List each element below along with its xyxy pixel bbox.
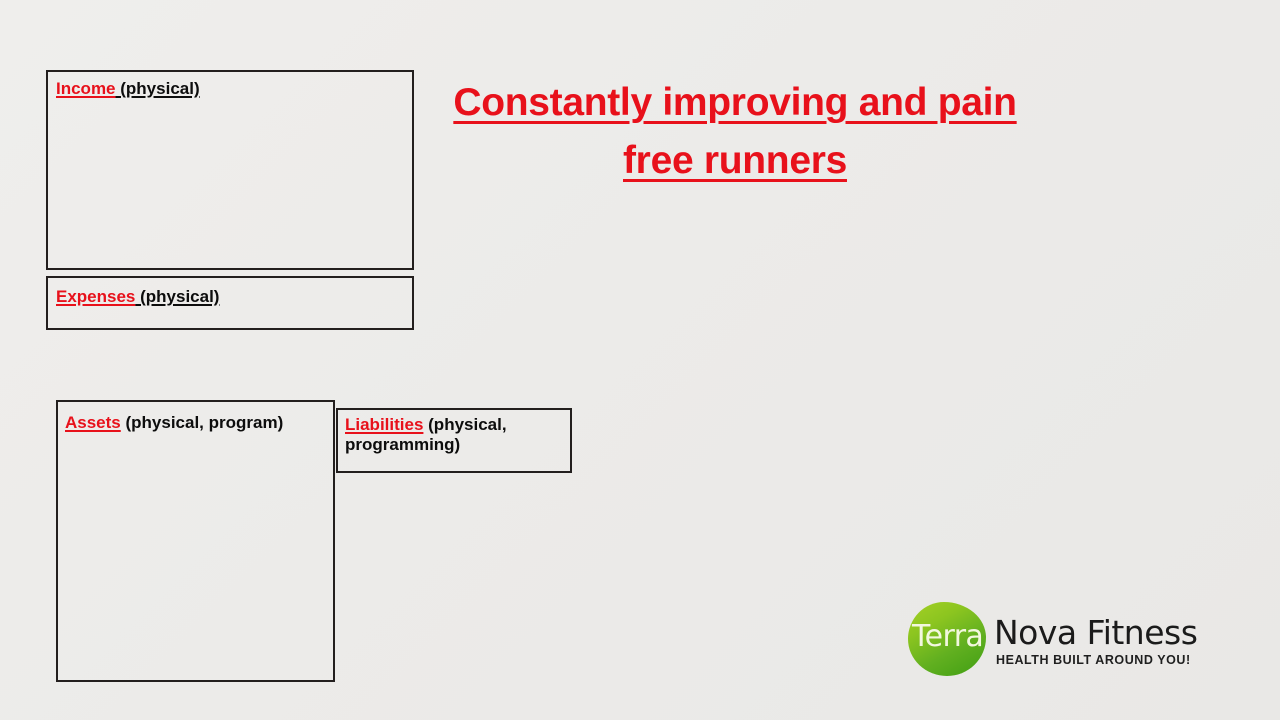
income-label: Income (physical) <box>56 79 200 99</box>
income-box[interactable] <box>46 70 414 270</box>
page-title: Constantly improving and pain free runne… <box>420 74 1050 189</box>
expenses-label: Expenses (physical) <box>56 287 219 307</box>
liabilities-box[interactable] <box>336 408 572 473</box>
liabilities-keyword: Liabilities <box>345 415 424 434</box>
expenses-keyword: Expenses <box>56 287 136 306</box>
page-title-line-2: free runners <box>623 138 847 182</box>
brand-logo: Terra Nova Fitness HEALTH BUILT AROUND Y… <box>908 600 1198 680</box>
page-title-line-1: Constantly improving and pain <box>453 81 1017 124</box>
liabilities-label: Liabilities (physical, programming) <box>345 415 565 455</box>
logo-blob-icon <box>908 602 986 676</box>
logo-name-text: Nova Fitness <box>994 613 1198 652</box>
logo-terra-text: Terra <box>912 619 984 654</box>
assets-label: Assets (physical, program) <box>65 413 337 433</box>
assets-keyword: Assets <box>65 413 121 432</box>
income-detail: (physical) <box>115 79 200 98</box>
expenses-detail: (physical) <box>135 287 220 306</box>
assets-detail: (physical, program) <box>120 413 284 432</box>
expenses-box[interactable] <box>46 276 414 330</box>
income-keyword: Income <box>56 79 116 98</box>
liabilities-detail: (physical, programming) <box>345 415 512 455</box>
logo-tagline-text: HEALTH BUILT AROUND YOU! <box>996 653 1191 667</box>
assets-box[interactable] <box>56 400 335 682</box>
